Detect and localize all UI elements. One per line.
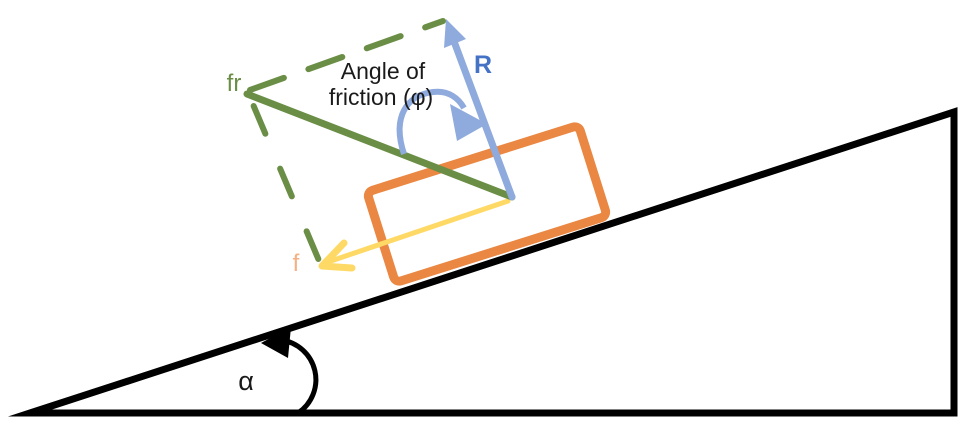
reaction-force-line <box>451 40 516 201</box>
friction-force-arrowhead <box>318 239 356 272</box>
friction-angle-arrowhead <box>450 104 487 141</box>
incline-triangle <box>7 107 958 417</box>
parallelogram-dashed-left <box>246 92 323 266</box>
incline-angle-arc <box>280 337 319 416</box>
resultant-force-line <box>243 90 516 201</box>
block-rectangle <box>363 122 611 286</box>
friction-force-line <box>322 198 511 266</box>
angle-note-line2: friction (φ) <box>329 84 433 110</box>
incline-angle-label: α <box>238 366 254 396</box>
parallelogram-dashed-top <box>247 18 446 93</box>
resultant-force-label: fr <box>227 70 242 97</box>
friction-angle-arc <box>396 88 467 155</box>
reaction-force-label: R <box>474 51 492 79</box>
incline-angle-arrowhead <box>261 327 291 358</box>
reaction-force-arrowhead <box>444 19 466 48</box>
angle-note-line1: Angle of <box>341 58 426 84</box>
friction-force-label: f <box>293 250 300 277</box>
